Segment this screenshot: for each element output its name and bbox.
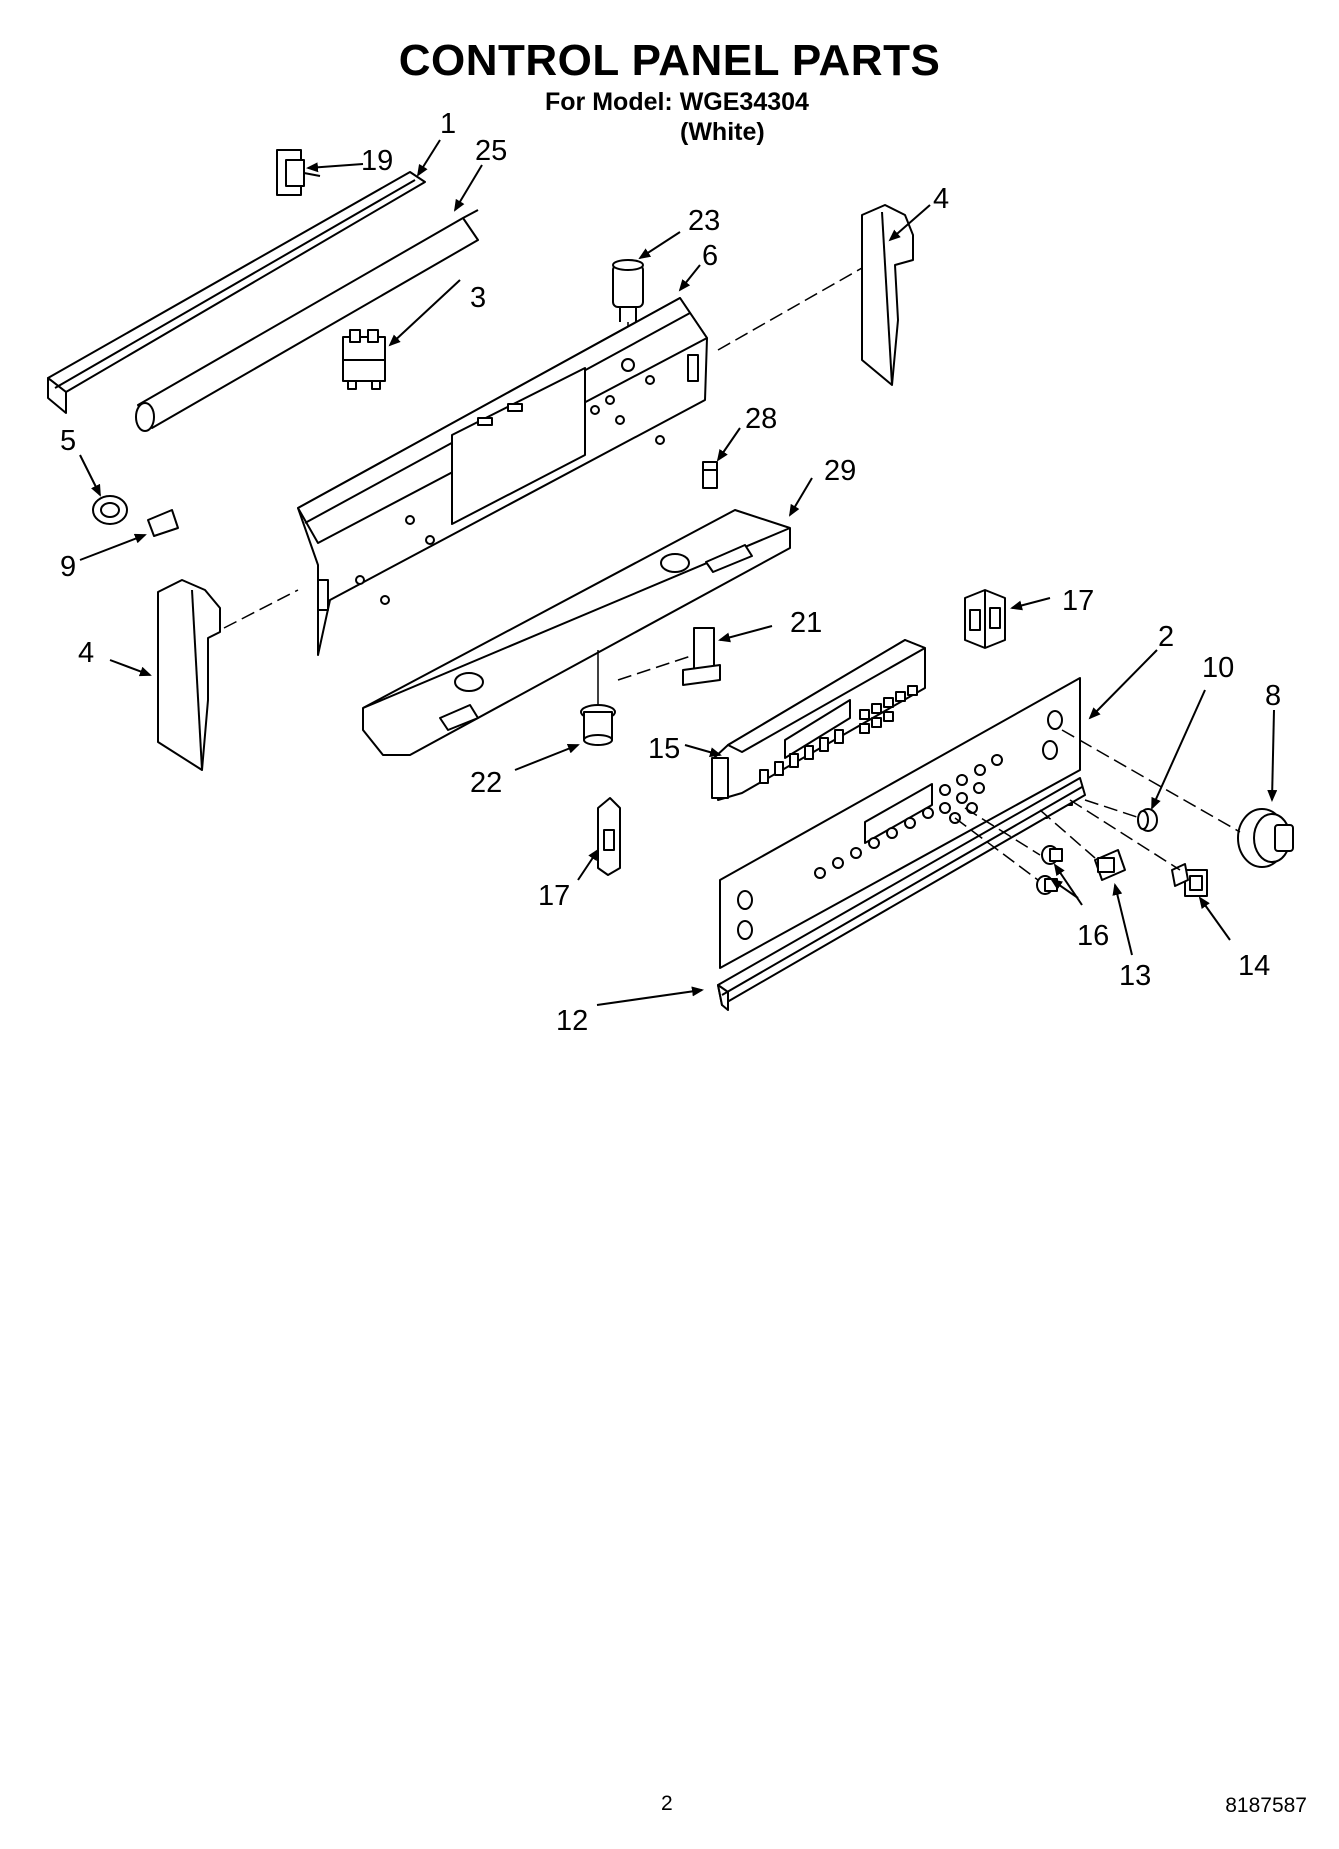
part-28-clip bbox=[702, 461, 718, 489]
callout-14: 14 bbox=[1238, 950, 1270, 982]
page-number: 2 bbox=[661, 1792, 673, 1815]
part-9-clip bbox=[147, 509, 179, 537]
exploded-parts-diagram: 1 19 25 23 6 3 4 5 9 28 29 4 17 21 2 10 … bbox=[47, 108, 1294, 1037]
callout-2: 2 bbox=[1158, 621, 1174, 653]
callout-29: 29 bbox=[824, 455, 856, 487]
part-15-control-board bbox=[711, 639, 926, 801]
part-17-bracket-upper bbox=[964, 589, 1006, 649]
callout-21: 21 bbox=[790, 607, 822, 639]
part-10-knob bbox=[1137, 808, 1158, 832]
callout-labels: 1 19 25 23 6 3 4 5 9 28 29 4 17 21 2 10 … bbox=[60, 108, 1281, 1037]
callout-10: 10 bbox=[1202, 652, 1234, 684]
part-4-end-cap-right bbox=[861, 204, 914, 386]
callout-23: 23 bbox=[688, 205, 720, 237]
part-5-ring bbox=[92, 495, 128, 525]
variant-line: (White) bbox=[680, 118, 765, 146]
part-12-trim-strip bbox=[717, 777, 1086, 1011]
part-22-grommet bbox=[580, 650, 616, 746]
callout-9: 9 bbox=[60, 551, 76, 583]
part-3-terminal-block bbox=[342, 329, 386, 390]
part-6-panel-bracket bbox=[297, 297, 708, 656]
part-19-switch bbox=[276, 149, 321, 196]
callout-4-right: 4 bbox=[933, 183, 949, 215]
callout-17-upper: 17 bbox=[1062, 585, 1094, 617]
model-line: For Model: WGE34304 bbox=[545, 88, 809, 116]
callout-17-lower: 17 bbox=[538, 880, 570, 912]
part-29-shield bbox=[362, 509, 791, 756]
callout-28: 28 bbox=[745, 403, 777, 435]
part-14-switch bbox=[1171, 863, 1208, 897]
callout-13: 13 bbox=[1119, 960, 1151, 992]
callout-25: 25 bbox=[475, 135, 507, 167]
callout-19: 19 bbox=[361, 145, 393, 177]
leader-arrows bbox=[79, 139, 1278, 1006]
callout-8: 8 bbox=[1265, 680, 1281, 712]
part-25-light-tube bbox=[135, 209, 479, 432]
part-2-console-panel bbox=[719, 677, 1081, 969]
callout-4-left: 4 bbox=[78, 637, 94, 669]
callout-12: 12 bbox=[556, 1005, 588, 1037]
part-1-trim-bar bbox=[47, 171, 426, 414]
page-title: CONTROL PANEL PARTS bbox=[398, 36, 941, 85]
part-17-bracket-lower bbox=[597, 797, 621, 876]
document-number: 8187587 bbox=[1225, 1794, 1307, 1817]
part-8-control-knob bbox=[1237, 808, 1294, 868]
callout-1: 1 bbox=[440, 108, 456, 140]
assembly-lines bbox=[223, 267, 1241, 881]
part-21-bracket bbox=[682, 627, 721, 686]
callout-6: 6 bbox=[702, 240, 718, 272]
callout-22: 22 bbox=[470, 767, 502, 799]
part-13-rocker-switch bbox=[1094, 849, 1126, 881]
callout-15: 15 bbox=[648, 733, 680, 765]
callout-5: 5 bbox=[60, 425, 76, 457]
callout-3: 3 bbox=[470, 282, 486, 314]
callout-16: 16 bbox=[1077, 920, 1109, 952]
part-23-capacitor bbox=[612, 259, 644, 352]
part-4-end-cap-left bbox=[157, 579, 221, 771]
